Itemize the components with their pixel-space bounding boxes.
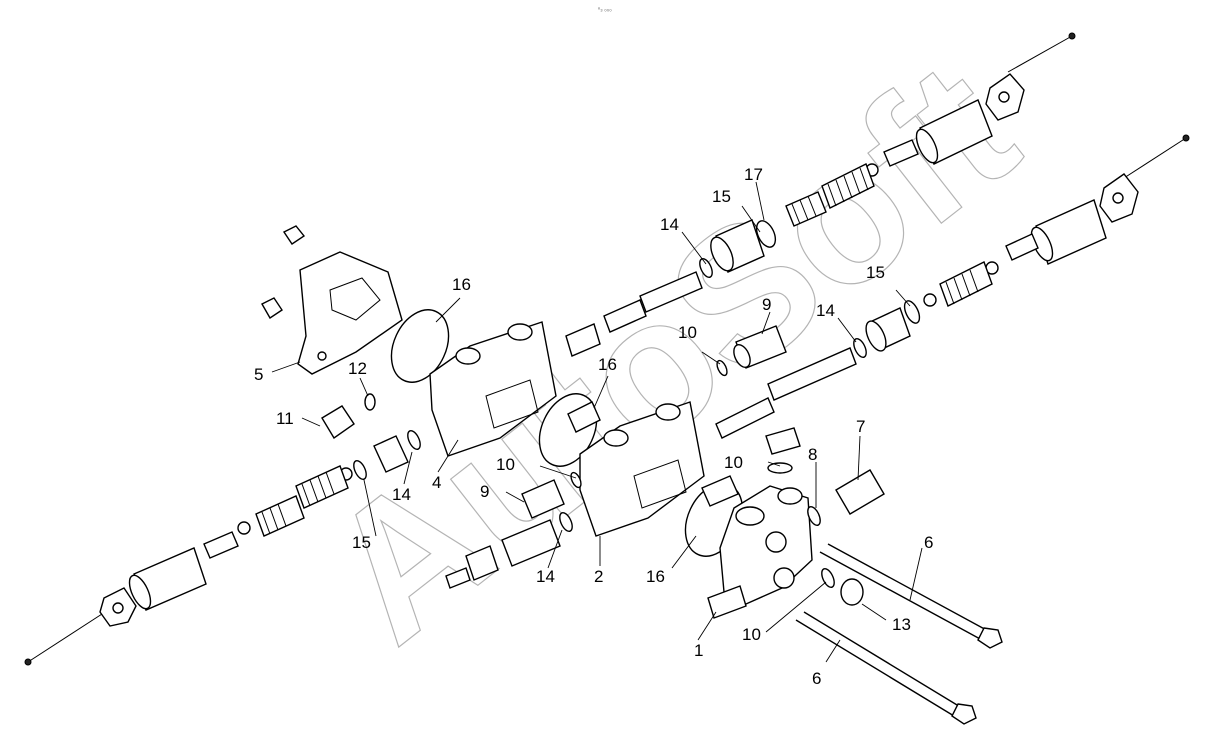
o-ring-12 bbox=[364, 393, 376, 411]
valve-section-2 bbox=[445, 393, 744, 589]
o-ring-10-top bbox=[767, 462, 793, 474]
callout-9-upper: 9 bbox=[762, 295, 771, 314]
tie-rod-middle bbox=[1123, 137, 1187, 179]
inlet-section-1 bbox=[707, 427, 1003, 725]
callout-6-lower: 6 bbox=[812, 669, 821, 688]
middle-right-assembly bbox=[715, 134, 1190, 439]
inlet-base-flange bbox=[707, 585, 747, 619]
adjust-bolt-middle bbox=[1005, 233, 1039, 261]
tie-bolt-6-lower-nut bbox=[951, 703, 977, 725]
callout-14-left: 14 bbox=[392, 485, 411, 504]
plug-13 bbox=[840, 578, 864, 606]
callout-4: 4 bbox=[432, 473, 441, 492]
callout-15-middle: 15 bbox=[866, 263, 885, 282]
relief-valve-9-lower bbox=[521, 479, 565, 519]
end-cap-upper-hole bbox=[998, 91, 1010, 103]
plug-10-top bbox=[765, 427, 801, 455]
callout-10-bottom: 10 bbox=[742, 625, 761, 644]
callout-16-middle: 16 bbox=[598, 355, 617, 374]
callout-12: 12 bbox=[348, 359, 367, 378]
tie-bolt-6-lower bbox=[803, 611, 963, 709]
upper-right-assembly bbox=[565, 32, 1076, 357]
tie-rod-upper-end bbox=[1068, 32, 1076, 40]
cover-sleeve-upper-opening bbox=[915, 128, 939, 164]
nut-left bbox=[261, 297, 283, 319]
nut-top bbox=[282, 225, 306, 245]
o-ring-8 bbox=[807, 505, 821, 527]
callout-8: 8 bbox=[808, 445, 817, 464]
callout-14-lower: 14 bbox=[536, 567, 555, 586]
piston-15-lower bbox=[373, 435, 409, 473]
spool-lower bbox=[501, 519, 561, 567]
spool-middle-end bbox=[715, 397, 775, 439]
spring-16-middle bbox=[567, 401, 601, 433]
o-ring-middle-14 bbox=[853, 337, 867, 359]
bracket-lower bbox=[465, 545, 499, 581]
leader-lines bbox=[271, 181, 923, 663]
spool-middle bbox=[767, 347, 857, 401]
callout-17: 17 bbox=[744, 165, 763, 184]
callout-16-upper: 16 bbox=[452, 275, 471, 294]
callout-14-upper: 14 bbox=[660, 215, 679, 234]
o-ring-10-upper bbox=[716, 359, 728, 377]
callout-1: 1 bbox=[694, 641, 703, 660]
tie-rod-upper bbox=[1007, 35, 1073, 73]
o-ring-upper-17 bbox=[755, 220, 777, 248]
adjust-bolt-lower bbox=[203, 531, 239, 559]
end-cover-body bbox=[297, 251, 403, 375]
callout-2: 2 bbox=[594, 567, 603, 586]
callout-9-lower: 9 bbox=[480, 482, 489, 501]
callout-10-upper: 10 bbox=[678, 323, 697, 342]
callout-14-middle: 14 bbox=[816, 301, 835, 320]
callout-15-upper: 15 bbox=[712, 187, 731, 206]
spool-upper-plug bbox=[565, 323, 601, 357]
callout-6-upper: 6 bbox=[924, 533, 933, 552]
header-note: ⁿ₃ ₀₀₀ bbox=[598, 6, 612, 13]
callout-16-lower: 16 bbox=[646, 567, 665, 586]
tie-bolt-6-upper-nut bbox=[977, 627, 1003, 649]
adjust-bolt-upper bbox=[883, 139, 919, 167]
callout-13: 13 bbox=[892, 615, 911, 634]
callout-10-top: 10 bbox=[724, 453, 743, 472]
tie-bolt-6-upper bbox=[827, 543, 991, 633]
tie-rod-lower bbox=[27, 613, 103, 663]
o-ring-14-lower bbox=[559, 511, 573, 533]
callout-15-lower: 15 bbox=[352, 533, 371, 552]
bolt-lower bbox=[445, 567, 471, 589]
callout-7: 7 bbox=[856, 417, 865, 436]
spool-upper bbox=[639, 271, 703, 313]
callout-11: 11 bbox=[276, 409, 294, 428]
o-ring-10-middle bbox=[570, 471, 582, 489]
spool-upper-end bbox=[603, 299, 647, 333]
relief-valve-7 bbox=[835, 469, 885, 515]
spring-lower-b bbox=[255, 495, 305, 537]
seal-ring-16-upper bbox=[390, 309, 450, 383]
valve-section-4 bbox=[321, 309, 557, 473]
o-ring-middle-15 bbox=[903, 300, 921, 324]
spring-16-lower bbox=[701, 475, 739, 507]
end-cover-5 bbox=[261, 225, 403, 375]
o-ring-14-left bbox=[407, 429, 421, 451]
callout-5: 5 bbox=[254, 365, 263, 384]
plug-11 bbox=[321, 405, 355, 440]
lower-left-assembly bbox=[24, 459, 367, 666]
spring-upper-b bbox=[785, 191, 827, 227]
callout-labels: 1 2 4 5 6 6 7 8 9 9 10 10 10 10 11 12 13… bbox=[254, 165, 933, 688]
callout-10-middle: 10 bbox=[496, 455, 515, 474]
